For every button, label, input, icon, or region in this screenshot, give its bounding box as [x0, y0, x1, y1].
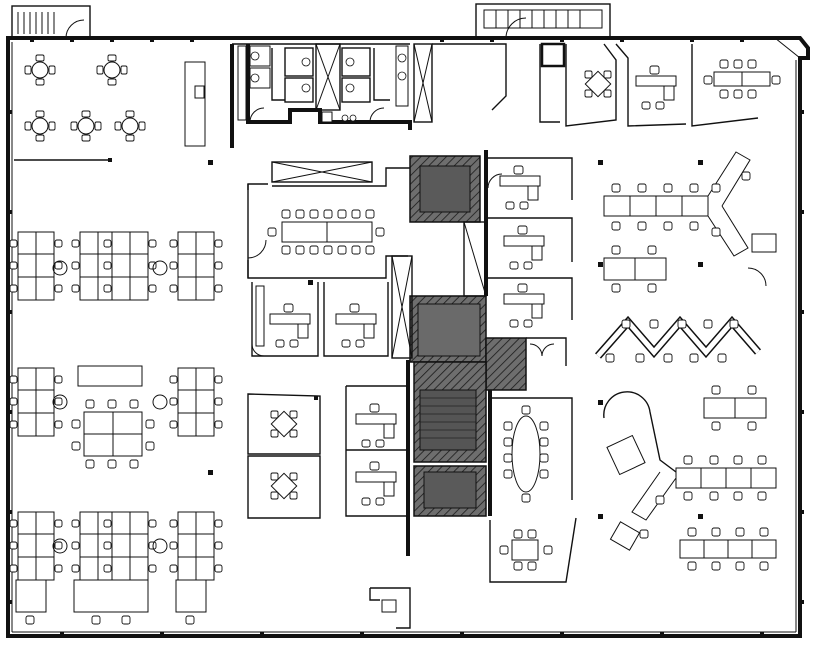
workstation-bench-right-middle	[703, 385, 767, 431]
huddle-rooms-center	[247, 385, 408, 519]
workstation-pods-left	[9, 231, 223, 625]
kitchen-counter	[184, 61, 206, 147]
building-core	[391, 150, 527, 556]
conference-room-oval	[492, 397, 573, 503]
private-offices-center	[251, 282, 389, 357]
exterior-stair-top-left	[11, 5, 91, 39]
exterior-stair-top-center	[475, 3, 611, 39]
workstation-cluster-right-top	[603, 151, 777, 293]
top-service-rooms	[413, 42, 781, 127]
offices-right-of-core	[487, 157, 573, 366]
zigzag-benching-right	[595, 315, 762, 363]
restroom-block	[230, 43, 412, 148]
exterior-walls	[6, 36, 810, 638]
lounge-round-tables	[14, 54, 146, 162]
meeting-room-small	[489, 517, 577, 583]
bottom-service-room	[369, 587, 411, 629]
workstation-cluster-right-lower	[603, 391, 777, 571]
training-room	[247, 161, 410, 279]
